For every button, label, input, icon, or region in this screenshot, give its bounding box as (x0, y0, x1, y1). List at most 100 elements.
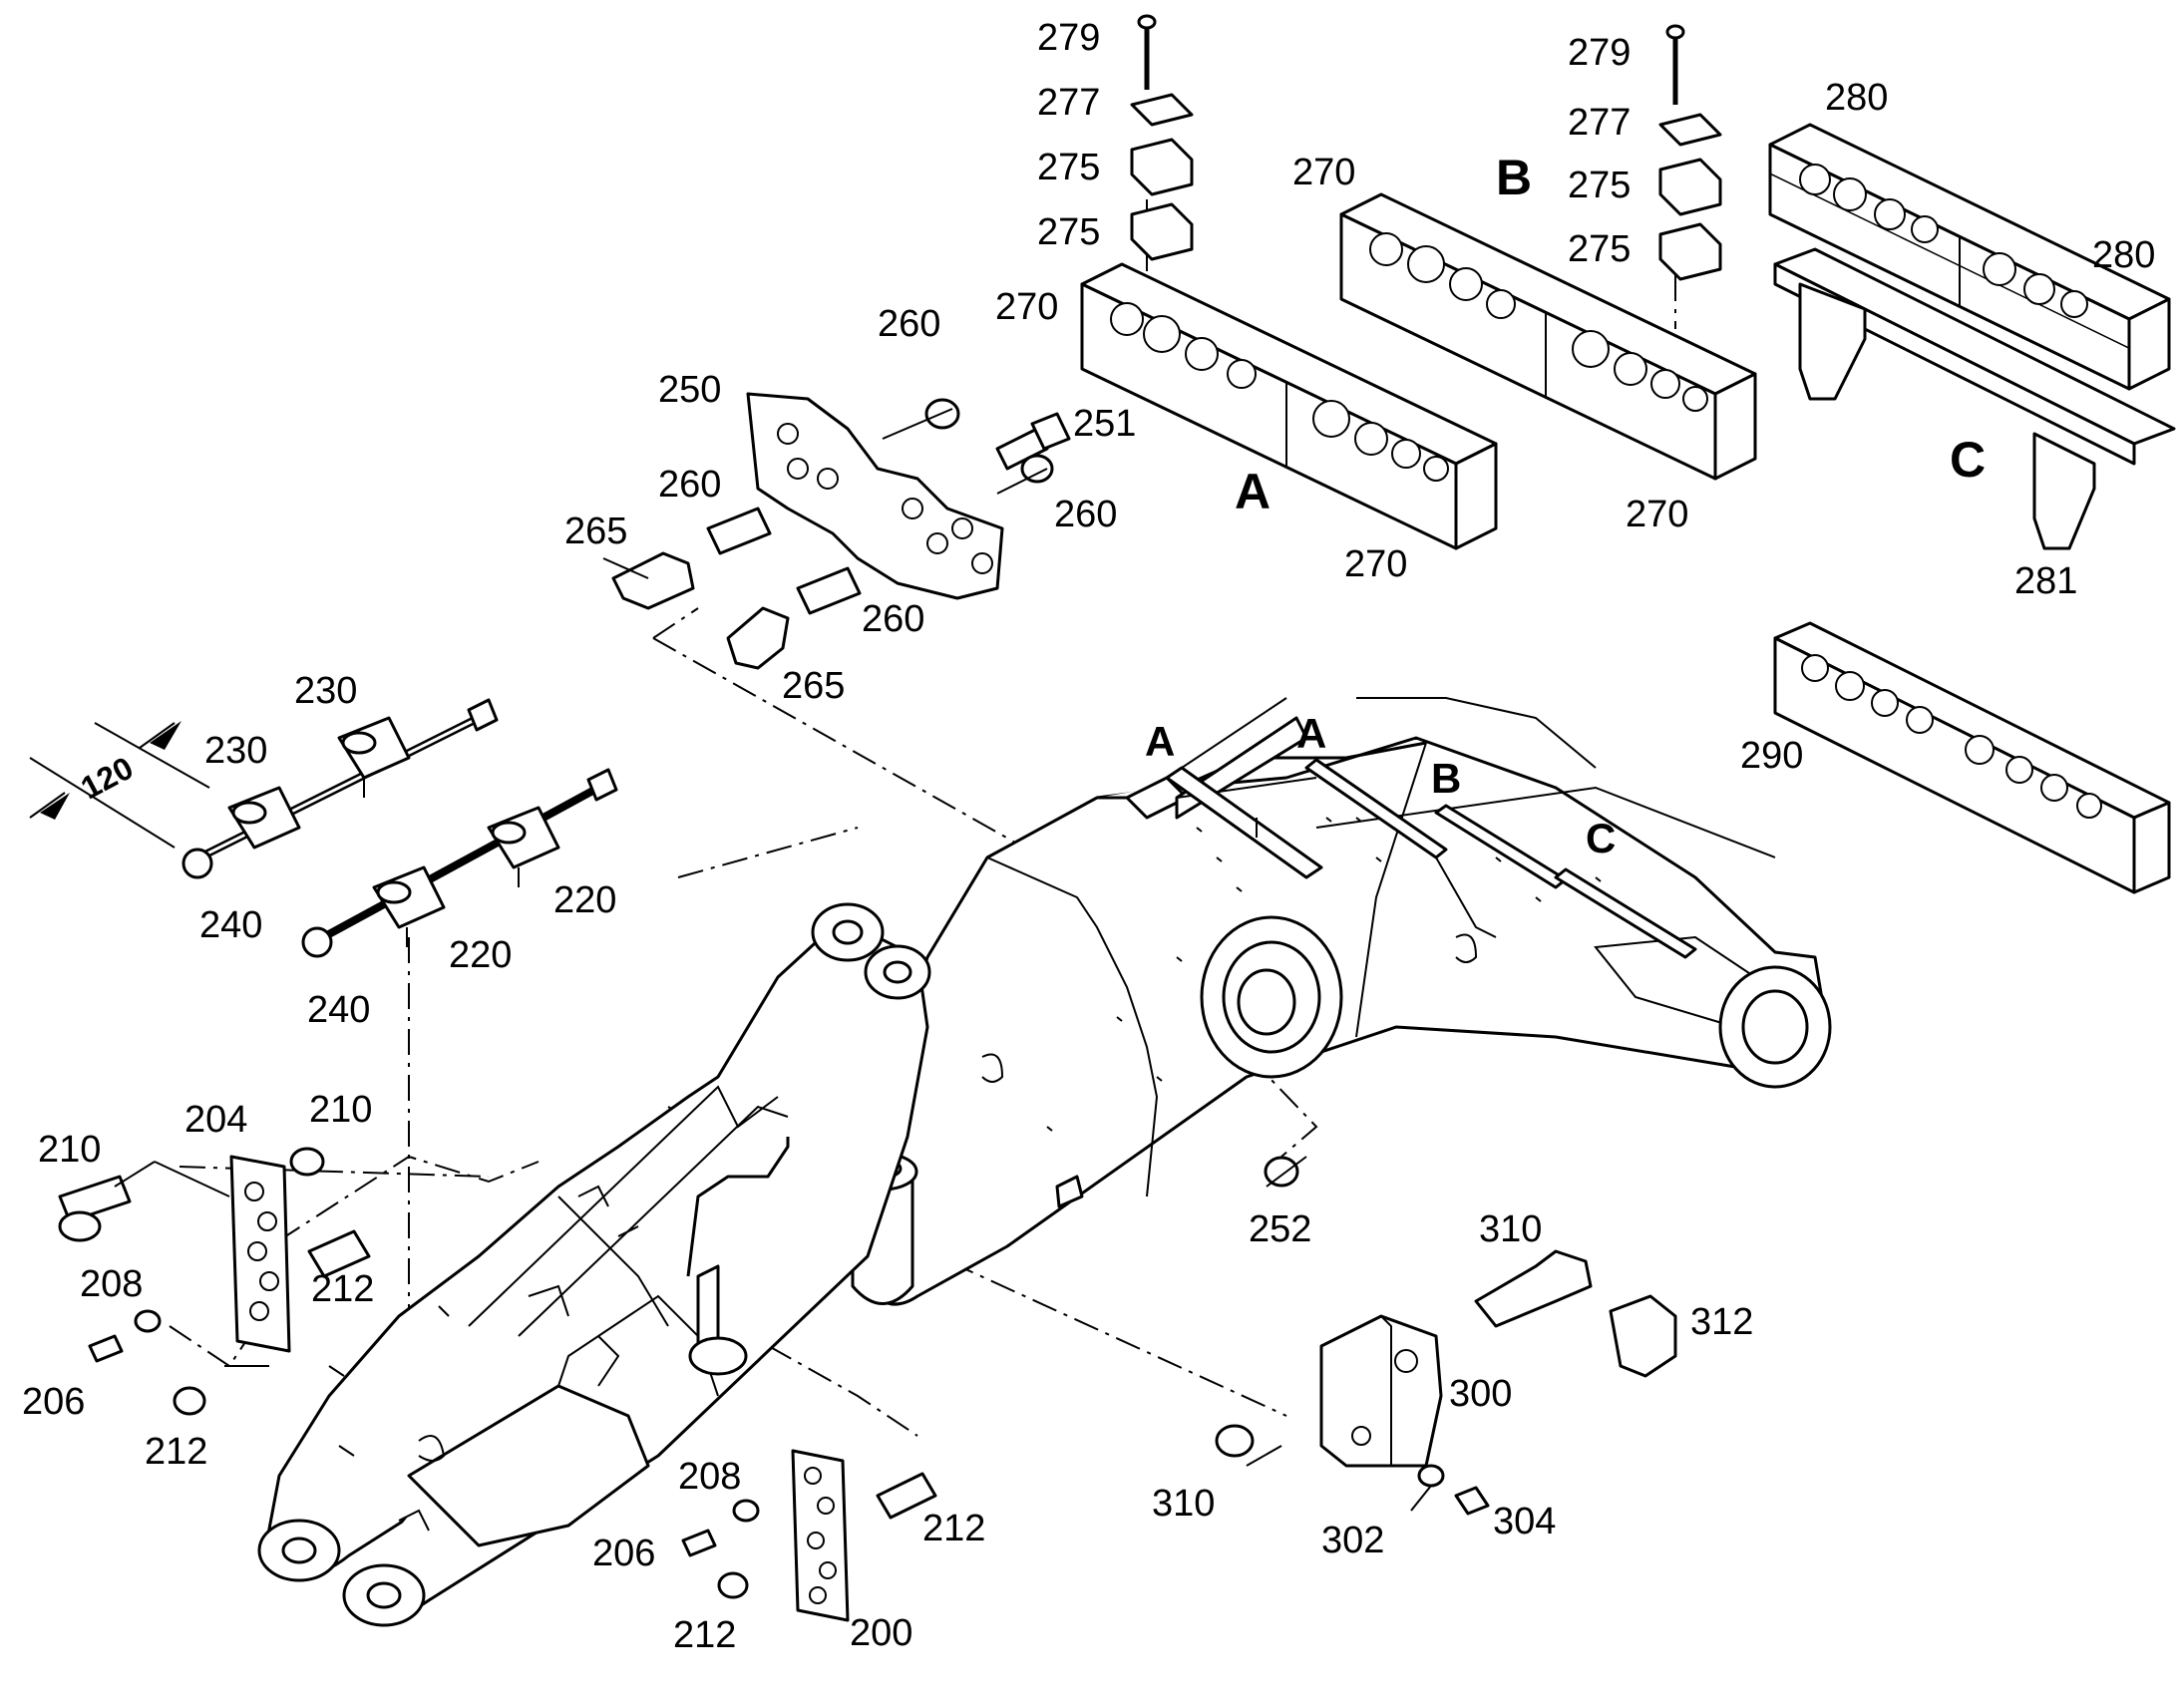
part-label-277: 277 (1037, 82, 1100, 124)
part-label-290: 290 (1740, 735, 1803, 777)
clamp-rod-lower (301, 768, 618, 958)
part-label-204: 204 (184, 1099, 247, 1141)
part-label-212: 212 (311, 1268, 374, 1310)
part-label-212: 212 (145, 1431, 207, 1473)
part-label-310: 310 (1152, 1483, 1215, 1525)
part-label-200: 200 (850, 1612, 912, 1654)
bolt-206-left (88, 1334, 124, 1363)
part-label-275: 275 (1037, 211, 1100, 253)
elbow-312 (1609, 1294, 1677, 1378)
part-label-212: 212 (673, 1614, 736, 1656)
part-label-260: 260 (658, 464, 721, 506)
part-label-220: 220 (553, 879, 616, 921)
boom-bracket-a2 (1304, 758, 1448, 859)
part-label-260: 260 (862, 598, 924, 640)
boom-section-label-c: C (1586, 815, 1616, 861)
section-labels: A B C A A B C (1145, 150, 1986, 861)
part-label-252: 252 (1249, 1208, 1311, 1250)
bolt-251 (995, 412, 1071, 471)
nut-212-left (173, 1386, 206, 1416)
nut-212-bottom (717, 1571, 749, 1599)
part-label-280: 280 (1825, 77, 1888, 119)
part-label-281: 281 (2014, 560, 2077, 602)
washer-208-left (134, 1309, 162, 1333)
part-label-210: 210 (38, 1129, 101, 1171)
boom-bracket-c (1554, 867, 1697, 959)
part-label-300: 300 (1449, 1373, 1512, 1415)
clamp-290 (1773, 621, 2171, 894)
part-label-279: 279 (1568, 32, 1631, 74)
section-label-c: C (1950, 432, 1986, 488)
part-labels: 279 277 275 275 270 270 279 277 275 275 … (22, 17, 2155, 1656)
part-label-251: 251 (1073, 403, 1136, 445)
plate-204 (229, 1155, 291, 1353)
part-label-260: 260 (878, 303, 940, 345)
part-label-304: 304 (1493, 1501, 1556, 1542)
bracket-300 (1319, 1314, 1443, 1468)
washer-208-bottom (732, 1499, 760, 1523)
clamp-stack-a (1130, 14, 1194, 261)
part-label-275: 275 (1568, 165, 1631, 206)
part-label-212: 212 (922, 1508, 985, 1549)
dimension-120 (29, 721, 210, 849)
clamp-rod-upper (182, 698, 499, 879)
elbow-310-top (1474, 1249, 1593, 1328)
section-label-a: A (1235, 464, 1271, 519)
fitting-260-lower (796, 566, 862, 615)
boom-rivet-holes (1046, 817, 1602, 1132)
part-label-270: 270 (995, 286, 1058, 328)
part-label-210: 210 (309, 1089, 372, 1131)
clamp-block-c (1768, 123, 2176, 550)
part-label-220: 220 (449, 934, 512, 976)
part-label-302: 302 (1321, 1520, 1384, 1561)
part-label-265: 265 (782, 665, 845, 707)
plate-250 (746, 392, 1004, 600)
fitting-210-left (58, 1175, 132, 1242)
arm-structure (257, 902, 931, 1627)
part-label-240: 240 (307, 989, 370, 1031)
part-label-206: 206 (592, 1533, 655, 1574)
section-label-b: B (1496, 150, 1532, 205)
part-label-230: 230 (294, 670, 357, 712)
boom-section-label-a: A (1145, 718, 1175, 765)
part-label-208: 208 (80, 1263, 143, 1305)
part-label-240: 240 (199, 904, 262, 946)
nut-210-right (289, 1147, 325, 1177)
part-label-260: 260 (1054, 494, 1117, 535)
bolt-304 (1454, 1486, 1490, 1516)
part-label-280: 280 (2092, 234, 2155, 276)
part-label-270: 270 (1626, 494, 1688, 535)
part-label-279: 279 (1037, 17, 1100, 59)
dimension-label: 120 (75, 750, 139, 807)
clamp-stack-b (1658, 24, 1722, 281)
fitting-212-left (307, 1229, 371, 1278)
part-label-230: 230 (204, 730, 267, 772)
plate-200 (791, 1449, 850, 1622)
washer-302 (1417, 1464, 1445, 1488)
part-label-312: 312 (1690, 1301, 1753, 1343)
part-label-270: 270 (1344, 543, 1407, 585)
elbow-265-lower (726, 606, 790, 670)
part-label-275: 275 (1037, 147, 1100, 188)
elbow-265-upper (611, 551, 695, 610)
boom-section-label-b: B (1431, 755, 1461, 802)
part-label-277: 277 (1568, 102, 1631, 144)
nut-252 (1264, 1156, 1299, 1188)
part-label-250: 250 (658, 369, 721, 411)
fitting-260-left (706, 507, 772, 555)
part-label-310: 310 (1479, 1208, 1542, 1250)
part-label-208: 208 (678, 1456, 741, 1498)
nut-260-right (1020, 454, 1054, 484)
nut-310-bottom (1215, 1424, 1255, 1458)
clamp-block-b (1339, 192, 1757, 481)
boom-bracket-a1 (1165, 766, 1323, 879)
boom-section-label-a: A (1296, 710, 1326, 757)
bolt-206-bottom (681, 1529, 717, 1557)
leader-lines (114, 408, 1432, 1512)
part-label-270: 270 (1292, 152, 1355, 193)
part-label-275: 275 (1568, 228, 1631, 270)
clamp-block-a (1080, 262, 1498, 550)
part-label-265: 265 (564, 511, 627, 552)
fitting-212-bottom-right (876, 1472, 937, 1520)
